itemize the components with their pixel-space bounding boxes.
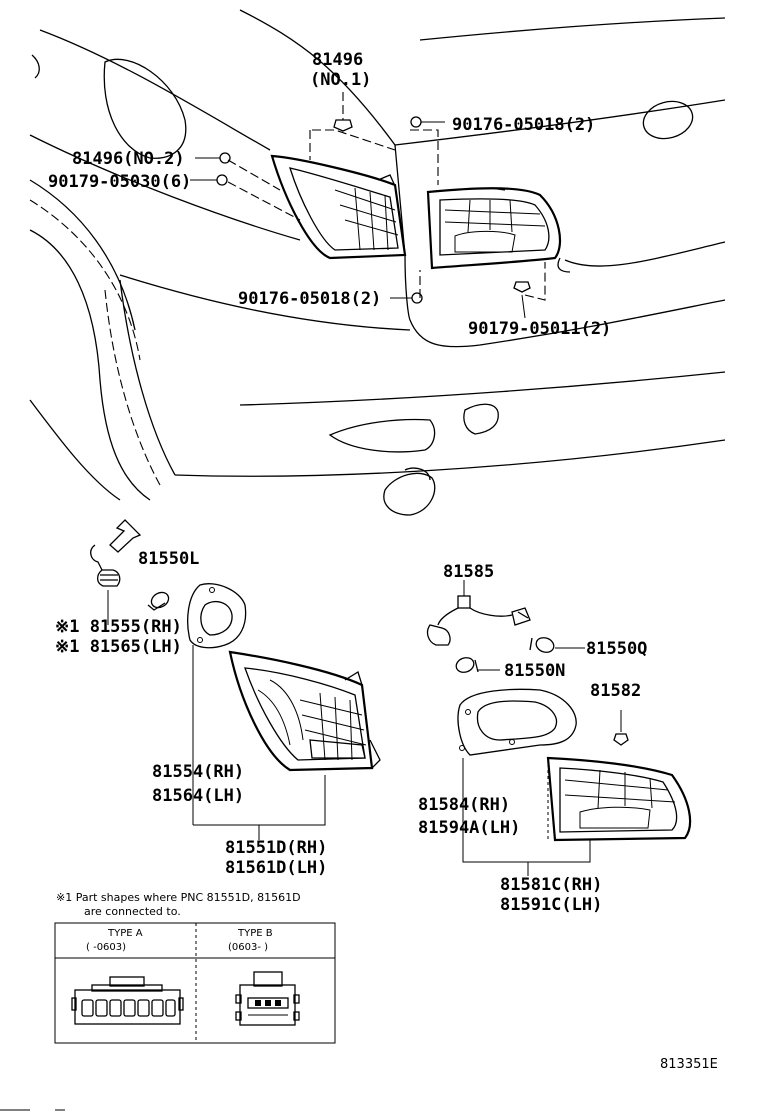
label-81550N: 81550N — [504, 661, 565, 681]
label-81584: 81584(RH) — [418, 795, 510, 815]
tail-lamp-body-installed — [270, 154, 562, 270]
label-81550L: 81550L — [138, 549, 199, 569]
label-90179-05011: 90179-05011(2) — [468, 319, 611, 339]
part-number-labels: 81496 (NO.1) 81496(NO.2) 90179-05030(6) … — [48, 50, 647, 915]
label-81550Q: 81550Q — [586, 639, 647, 659]
label-81496-no2: 81496(NO.2) — [72, 149, 185, 169]
socket-wire-81585 — [426, 580, 585, 673]
type-a-range: ( -0603) — [86, 942, 126, 953]
gasket-81554 — [187, 583, 247, 825]
socket-and-bulb-81555 — [90, 519, 170, 625]
label-81581C: 81581C(RH) — [500, 875, 602, 895]
label-81564: 81564(LH) — [152, 786, 244, 806]
label-81496-no1: (NO.1) — [310, 70, 371, 90]
label-81585: 81585 — [443, 562, 494, 582]
label-81496: 81496 — [312, 50, 363, 70]
label-90176-05018-mid: 90176-05018(2) — [238, 289, 381, 309]
label-81591C: 81591C(LH) — [500, 895, 602, 915]
label-81561D: 81561D(LH) — [225, 858, 327, 878]
label-81582: 81582 — [590, 681, 641, 701]
car-body-outline — [29, 9, 726, 516]
label-90179-05030: 90179-05030(6) — [48, 172, 191, 192]
tail-lamp-81581C — [546, 710, 692, 842]
diagram-code: 813351E — [660, 1057, 718, 1072]
connector-note: ※1 Part shapes where PNC 81551D, 81561D … — [54, 891, 336, 1044]
type-a-label: TYPE A — [107, 928, 143, 939]
type-b-label: TYPE B — [237, 928, 273, 939]
upper-fasteners — [190, 92, 546, 319]
label-90176-05018-top: 90176-05018(2) — [452, 115, 595, 135]
connector-type-a — [71, 976, 184, 1025]
gasket-81584 — [457, 688, 591, 876]
label-81555: ※1 81555(RH) — [55, 617, 182, 637]
note-line-2: are connected to. — [84, 905, 181, 918]
connector-table — [54, 922, 336, 1044]
label-81594A: 81594A(LH) — [418, 818, 520, 838]
connector-type-b — [235, 971, 300, 1026]
note-line-1: ※1 Part shapes where PNC 81551D, 81561D — [56, 891, 301, 904]
tail-lamp-81551D — [193, 650, 381, 840]
label-81554: 81554(RH) — [152, 762, 244, 782]
label-81551D: 81551D(RH) — [225, 838, 327, 858]
label-81565: ※1 81565(LH) — [55, 637, 182, 657]
type-b-range: (0603- ) — [228, 942, 268, 953]
